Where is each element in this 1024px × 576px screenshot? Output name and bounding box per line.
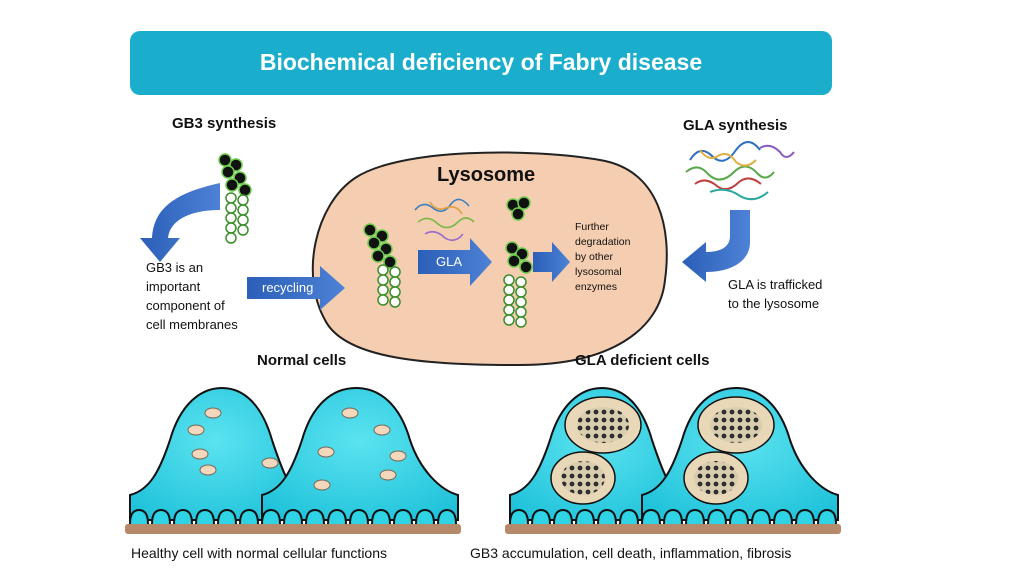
gb3-description: GB3 is an important component of cell me… xyxy=(146,258,238,334)
gb3-description-line: important xyxy=(146,279,201,294)
deficient-cells-heading: GLA deficient cells xyxy=(575,352,710,369)
normal-cells-heading: Normal cells xyxy=(257,352,347,369)
gb3-molecule-icon xyxy=(218,153,252,244)
gla-synthesis-heading: GLA synthesis xyxy=(683,117,788,134)
gb3-lysosome-icon xyxy=(363,223,401,308)
normal-cell-right xyxy=(261,386,459,521)
gla-curved-arrow xyxy=(682,210,750,282)
gla-arrow-label: GLA xyxy=(436,254,463,269)
deficient-cells-membrane xyxy=(505,524,841,534)
gb3-description-line: GB3 is an xyxy=(146,260,204,275)
recycling-arrow xyxy=(247,266,345,310)
gb3-description-line: cell membranes xyxy=(146,317,238,332)
page-title: Biochemical deficiency of Fabry disease xyxy=(259,49,703,75)
gla-description-line: to the lysosome xyxy=(728,296,820,311)
sugar-released-icon xyxy=(506,196,531,221)
degradation-line: lysosomal xyxy=(575,266,622,278)
gb3-accumulation-lysosomes xyxy=(550,396,775,505)
normal-cell-villi xyxy=(129,508,457,525)
title-banner: Biochemical deficiency of Fabry disease xyxy=(130,31,832,95)
degradation-text: Further degradation by other lysosomal e… xyxy=(575,220,630,295)
degradation-arrow xyxy=(533,242,570,282)
degradation-line: enzymes xyxy=(575,281,618,293)
product-molecule-icon xyxy=(503,241,533,328)
normal-cells-caption: Healthy cell with normal cellular functi… xyxy=(131,545,387,561)
gb3-curved-arrow xyxy=(140,183,220,262)
gla-enzyme-icon xyxy=(414,198,475,242)
deficient-cell-villi xyxy=(509,508,837,525)
normal-cell-left xyxy=(129,386,301,521)
gla-protein-icon xyxy=(685,141,795,201)
lysosome-body xyxy=(311,151,668,367)
degradation-line: by other xyxy=(575,251,613,263)
gla-description: GLA is trafficked to the lysosome xyxy=(728,275,822,313)
recycling-label: recycling xyxy=(262,280,314,295)
gla-arrow xyxy=(418,238,492,286)
normal-cell-vesicles xyxy=(187,407,407,491)
degradation-line: Further xyxy=(575,221,609,233)
gb3-description-line: component of xyxy=(146,298,225,313)
gb3-synthesis-heading: GB3 synthesis xyxy=(172,115,277,132)
lysosome-heading: Lysosome xyxy=(437,164,536,186)
deficient-cells-caption: GB3 accumulation, cell death, inflammati… xyxy=(470,545,792,561)
gla-description-line: GLA is trafficked xyxy=(728,277,823,292)
degradation-line: degradation xyxy=(575,236,631,248)
normal-cells-membrane xyxy=(125,524,461,534)
